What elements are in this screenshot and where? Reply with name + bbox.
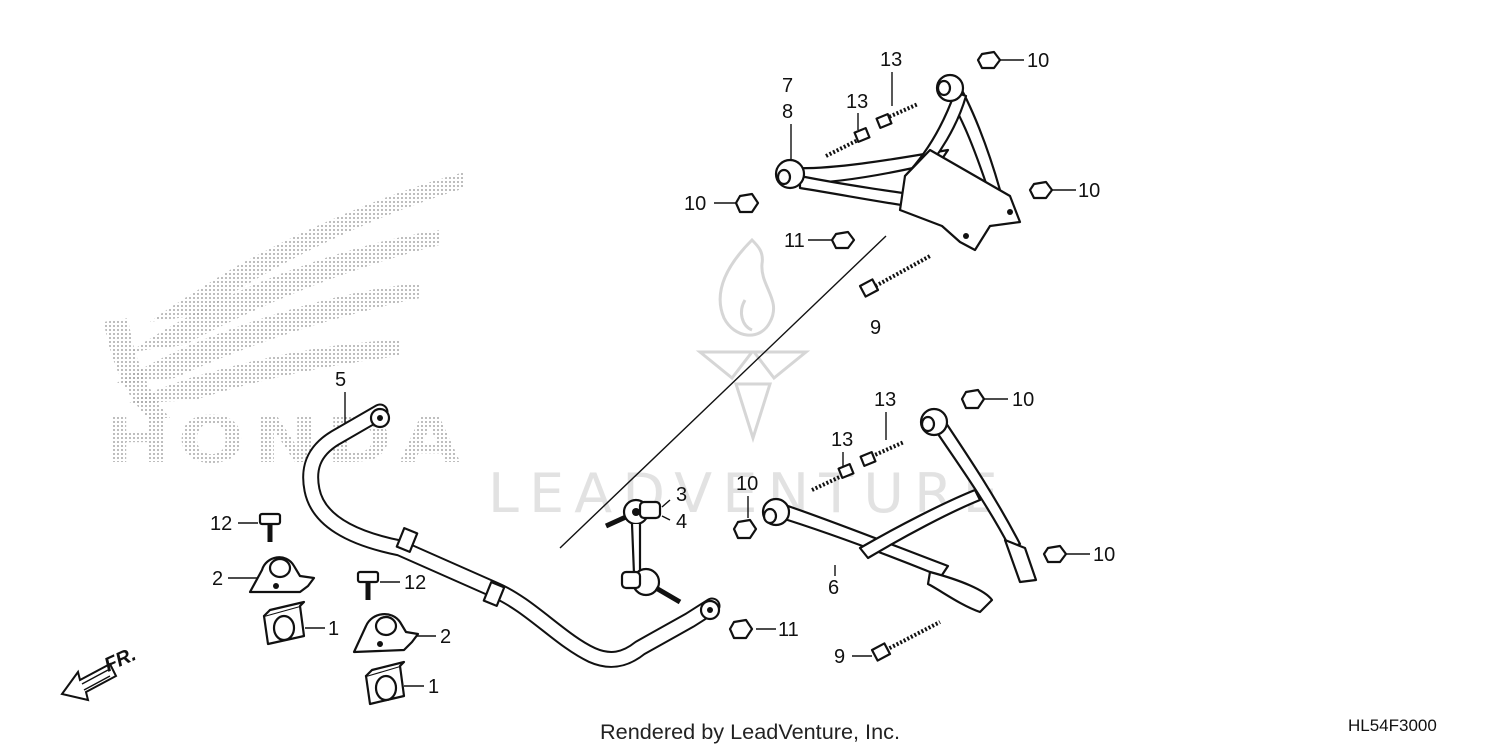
svg-text:LEADVENTURE: LEADVENTURE xyxy=(488,462,1008,525)
nut-10-lower-right[interactable] xyxy=(1042,544,1068,564)
nut-10-left[interactable] xyxy=(734,192,760,214)
bolt-13-lower-a[interactable] xyxy=(859,440,905,467)
lower-arm[interactable] xyxy=(761,407,1038,614)
holder-2-left[interactable] xyxy=(248,556,316,594)
diagram-code: HL54F3000 xyxy=(1348,716,1437,735)
callout-12-right: 12 xyxy=(404,572,426,594)
callout-1-left: 1 xyxy=(328,618,339,640)
bushing-1-left[interactable] xyxy=(262,600,306,646)
callout-1-right: 1 xyxy=(428,676,439,698)
bushing-1-right[interactable] xyxy=(364,660,406,706)
stabilizer-bar[interactable] xyxy=(302,403,721,668)
callout-13-upper-b: 13 xyxy=(846,91,868,113)
bolt-13-upper-b[interactable] xyxy=(825,127,871,158)
callout-2-left: 2 xyxy=(212,568,223,590)
bolt-12-left[interactable] xyxy=(258,512,282,542)
nut-10-top-right[interactable] xyxy=(976,50,1002,70)
nut-10-right[interactable] xyxy=(1028,180,1054,200)
callout-13-upper-a: 13 xyxy=(880,49,902,71)
honda-wing-logo: HONDA xyxy=(104,172,468,478)
front-direction-arrow: FR. xyxy=(60,643,139,702)
callout-2-right: 2 xyxy=(440,626,451,648)
callout-5: 5 xyxy=(335,369,346,391)
bolt-13-upper-a[interactable] xyxy=(875,102,919,129)
callout-6: 6 xyxy=(828,577,839,599)
bolt-13-lower-b[interactable] xyxy=(811,463,855,492)
svg-text:HONDA: HONDA xyxy=(104,404,468,478)
callout-9-lower: 9 xyxy=(834,646,845,668)
bolt-9-upper[interactable] xyxy=(858,254,931,298)
callout-8: 8 xyxy=(782,101,793,123)
callout-11-upper: 11 xyxy=(784,230,805,252)
leader-lines xyxy=(228,59,1090,687)
holder-2-right[interactable] xyxy=(352,613,420,654)
callout-4: 4 xyxy=(676,511,687,533)
nut-11-lower[interactable] xyxy=(728,618,754,640)
stabilizer-link[interactable] xyxy=(604,498,682,605)
leadventure-watermark: LEADVENTURE xyxy=(488,237,1008,525)
nut-10-lower-left[interactable] xyxy=(732,518,758,540)
callout-10-left: 10 xyxy=(684,193,706,215)
callout-10-lower-top: 10 xyxy=(1012,389,1034,411)
front-direction-label: FR. xyxy=(101,643,139,676)
rendered-by-credit: Rendered by LeadVenture, Inc. xyxy=(600,721,900,744)
nut-11-upper[interactable] xyxy=(830,230,856,250)
nut-10-lower-top[interactable] xyxy=(960,388,986,410)
callout-10-top-right: 10 xyxy=(1027,50,1049,72)
bolt-9-lower[interactable] xyxy=(870,620,941,662)
upper-arm[interactable] xyxy=(774,73,1022,252)
callout-10-lower-left: 10 xyxy=(736,473,758,495)
callout-13-lower-b: 13 xyxy=(831,429,853,451)
callout-11-lower: 11 xyxy=(778,619,799,641)
honda-logo-text: HONDA xyxy=(104,404,468,478)
callout-7: 7 xyxy=(782,75,793,97)
callout-10-lower-right: 10 xyxy=(1093,544,1115,566)
callout-13-lower-a: 13 xyxy=(874,389,896,411)
callout-labels: 5 7 8 13 13 10 10 10 11 9 13 13 10 10 10… xyxy=(210,49,1115,698)
callout-9-upper: 9 xyxy=(870,317,881,339)
bolt-12-right[interactable] xyxy=(356,570,380,600)
callout-12-left: 12 xyxy=(210,513,232,535)
callout-3: 3 xyxy=(676,484,687,506)
callout-10-right: 10 xyxy=(1078,180,1100,202)
